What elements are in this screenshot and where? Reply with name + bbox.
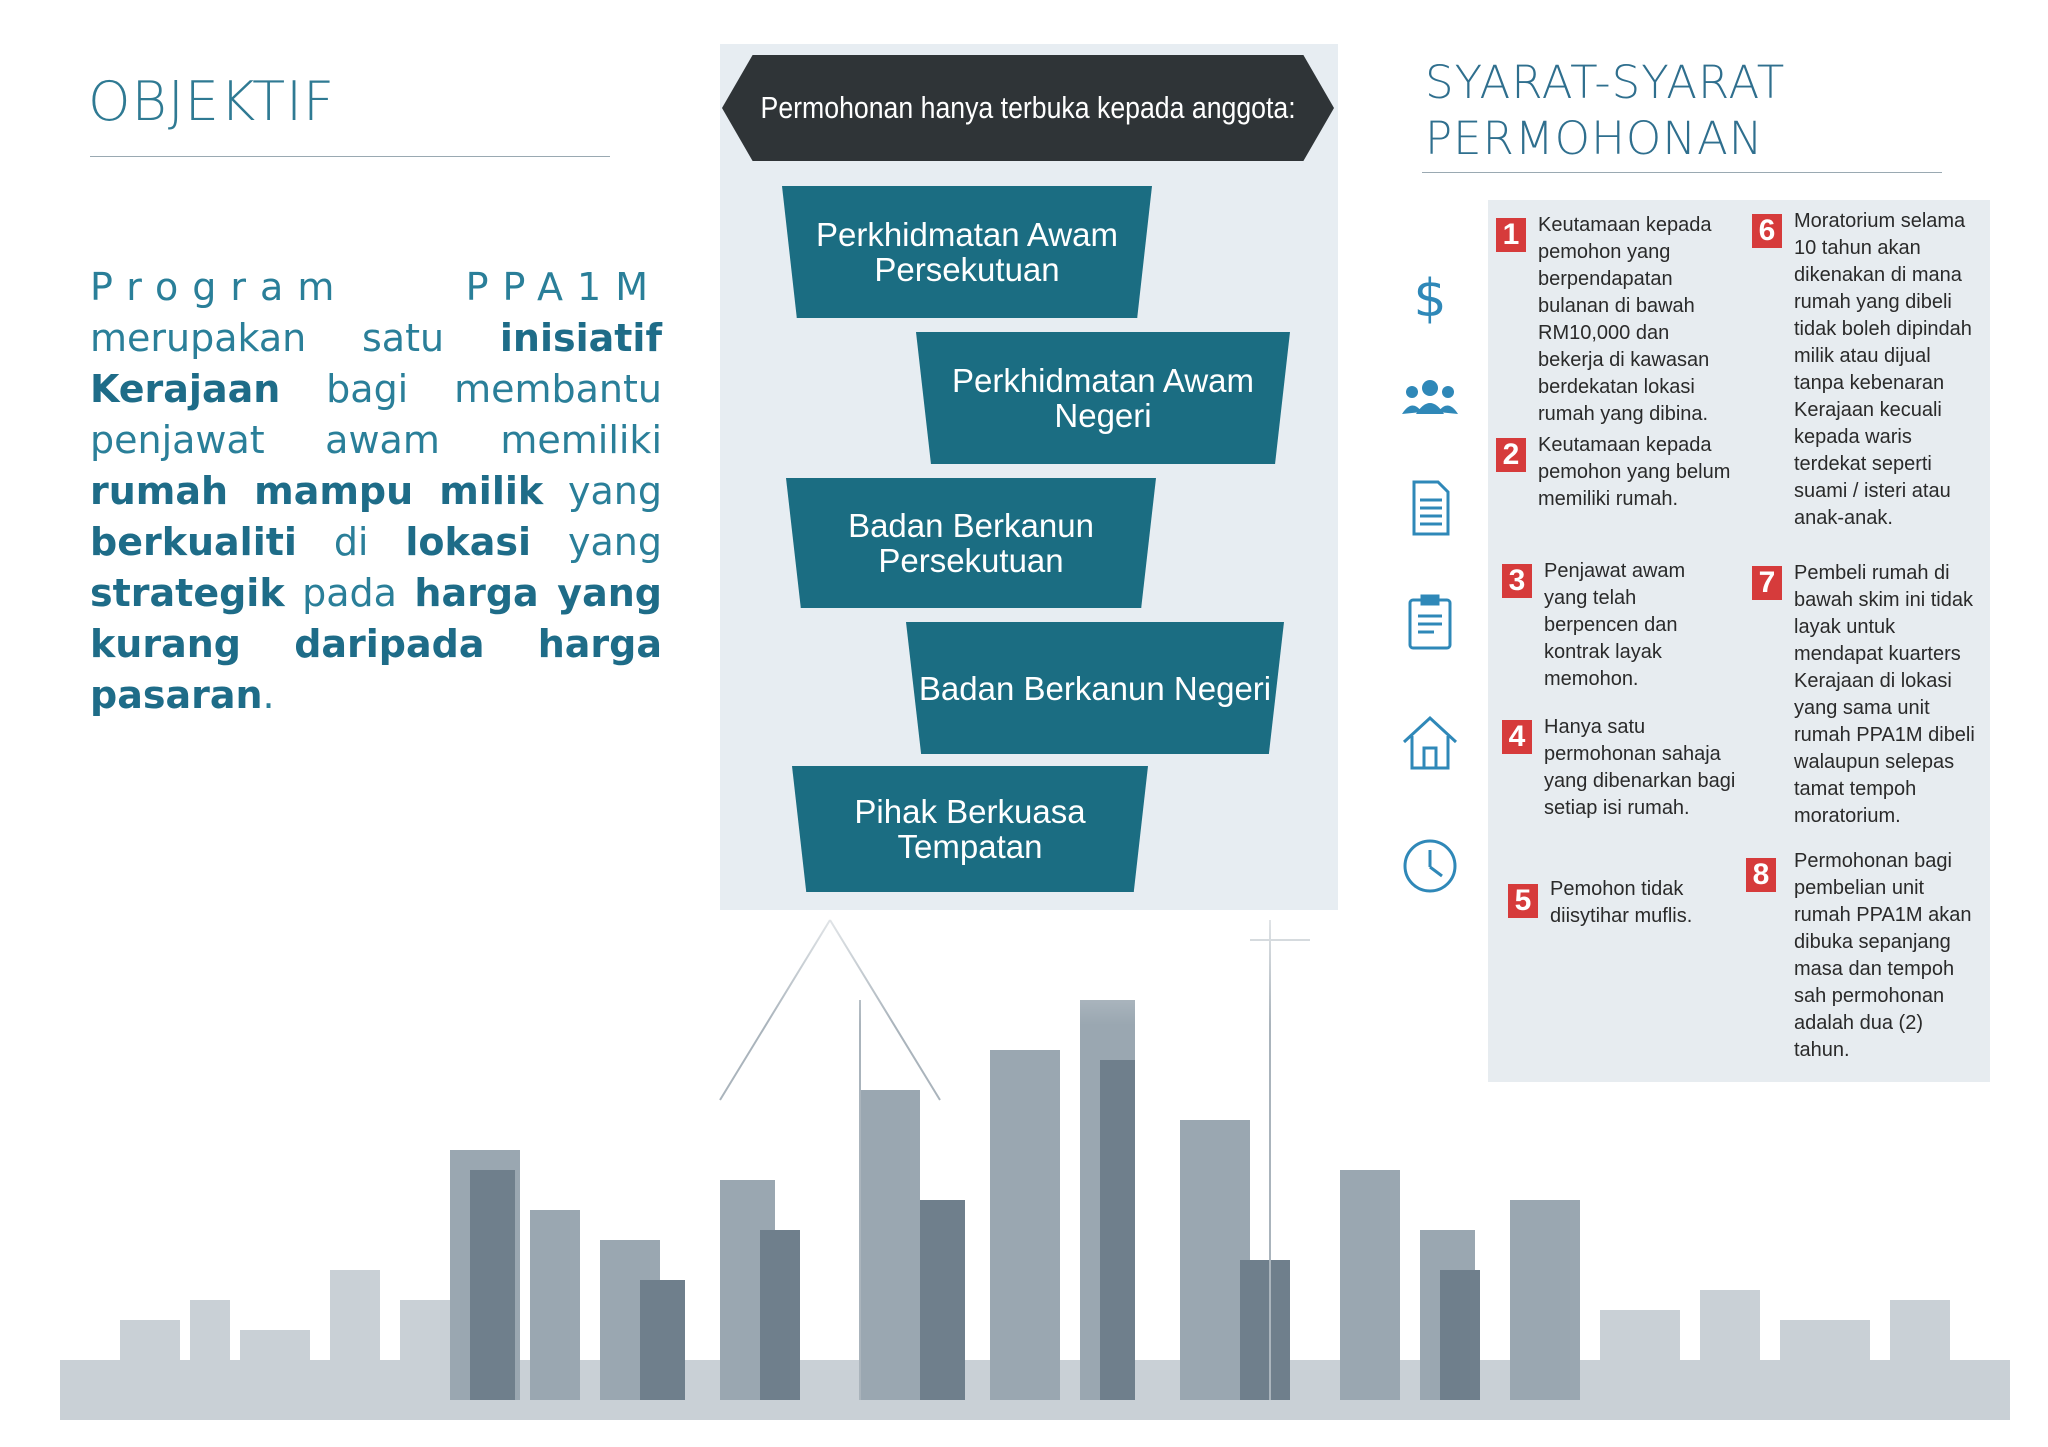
requirement-number: 5 [1508, 884, 1538, 918]
requirements-title-line1: SYARAT-SYARAT [1425, 56, 1786, 109]
objective-bold-3: berkualiti [90, 520, 297, 564]
svg-text:$: $ [1413, 269, 1446, 326]
eligibility-item: Perkhidmatan Awam Persekutuan [782, 186, 1152, 318]
requirements-divider [1422, 172, 1942, 173]
objective-text-1: merupakan satu [90, 316, 445, 360]
house-icon [1400, 712, 1460, 772]
eligibility-item: Badan Berkanun Persekutuan [786, 478, 1156, 608]
requirement-number: 1 [1496, 218, 1526, 252]
objective-bold-6: harga yang kurang daripada harga pasaran [90, 571, 662, 717]
objective-paragraph: Program PPA1M merupakan satu inisiatif K… [90, 262, 662, 721]
requirement-text: Keutamaan kepada pemohon yang belum memi… [1538, 434, 1731, 510]
requirement-text: Pemohon tidak diisytihar muflis. [1550, 878, 1693, 927]
eligibility-header-text: Permohonan hanya terbuka kepada anggota: [760, 90, 1296, 125]
objective-bold-2: rumah mampu milik [90, 469, 544, 513]
requirement-text: Penjawat awam yang telah berpencen dan k… [1544, 560, 1686, 690]
eligibility-item: Perkhidmatan Awam Negeri [916, 332, 1290, 464]
requirements-title: SYARAT-SYARAT PERMOHONAN [1425, 55, 1785, 167]
people-icon [1400, 372, 1460, 432]
requirement-number: 3 [1502, 564, 1532, 598]
eligibility-header: Permohonan hanya terbuka kepada anggota: [722, 55, 1334, 161]
objective-text-5: yang [567, 520, 662, 564]
objective-divider [90, 156, 610, 157]
objective-text-7: . [262, 673, 275, 717]
objective-bold-5: strategik [90, 571, 285, 615]
objective-text-3: yang [568, 469, 662, 513]
requirement-text: Hanya satu permohonan sahaja yang dibena… [1544, 716, 1736, 819]
requirement-text: Pembeli rumah di bawah skim ini tidak la… [1794, 562, 1975, 827]
objective-text-4: di [333, 520, 369, 564]
dollar-icon: $ [1400, 266, 1460, 329]
objective-text-2: bagi membantu penjawat awam memiliki [90, 367, 662, 462]
eligibility-item: Pihak Berkuasa Tempatan [792, 766, 1148, 892]
objective-text-ppa1m: PPA1M [465, 265, 662, 309]
objective-title: OBJEKTIF [88, 70, 336, 133]
requirement-text: Keutamaan kepada pemohon yang berpendapa… [1538, 214, 1712, 425]
requirement-text: Moratorium selama 10 tahun akan dikenaka… [1794, 210, 1972, 529]
objective-bold-1: inisiatif Kerajaan [90, 316, 662, 411]
requirements-panel [1488, 200, 1990, 1082]
requirement-text: Permohonan bagi pembelian unit rumah PPA… [1794, 850, 1972, 1061]
requirement-number: 2 [1496, 438, 1526, 472]
objective-bold-4: lokasi [405, 520, 532, 564]
clock-icon [1400, 836, 1460, 896]
objective-text-6: pada [302, 571, 397, 615]
requirements-title-line2: PERMOHONAN [1425, 112, 1764, 165]
document-icon [1400, 478, 1460, 538]
requirement-number: 8 [1746, 858, 1776, 892]
objective-text-program: Program [90, 265, 349, 309]
eligibility-item: Badan Berkanun Negeri [906, 622, 1284, 754]
requirement-number: 7 [1752, 566, 1782, 600]
requirement-number: 6 [1752, 214, 1782, 248]
clipboard-icon [1400, 592, 1460, 652]
requirement-number: 4 [1502, 720, 1532, 754]
